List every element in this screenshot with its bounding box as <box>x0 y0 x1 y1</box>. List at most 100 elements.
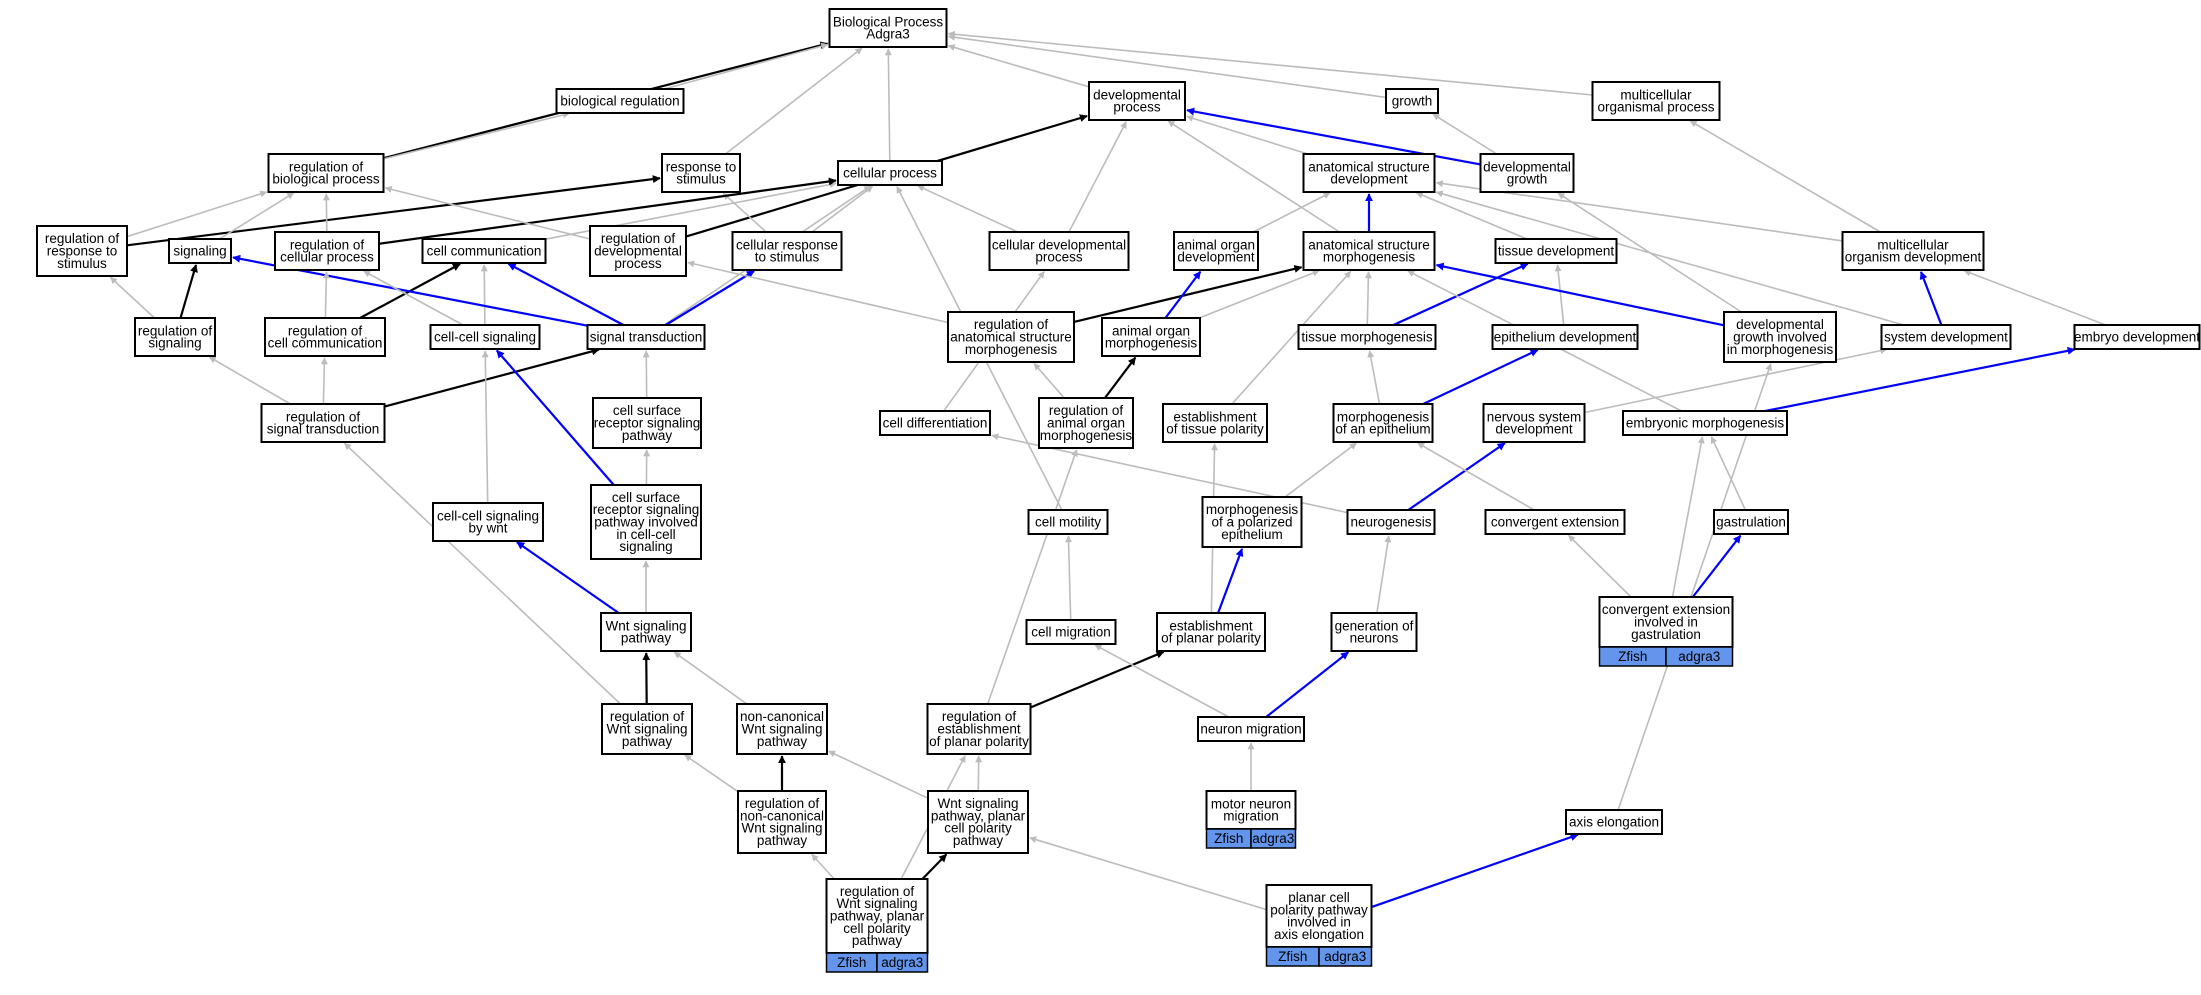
term-label-line: pathway <box>757 734 808 749</box>
term-box <box>1723 311 1837 363</box>
term-node-breg[interactable]: biological regulation <box>555 88 685 114</box>
species-label: Zfish <box>1618 649 1647 664</box>
gene-cell <box>1250 828 1297 849</box>
edge-tm-to-asm <box>1364 271 1372 326</box>
term-node-grow[interactable]: growth <box>1385 88 1439 114</box>
term-box <box>1346 509 1436 535</box>
term-node-sd[interactable]: system development <box>1880 324 2012 350</box>
term-label-line: cellular response <box>736 237 838 252</box>
term-node-ng[interactable]: neurogenesis <box>1346 509 1436 535</box>
term-node-ed[interactable]: epithelium development <box>1491 324 1639 350</box>
term-node-nm[interactable]: neuron migration <box>1197 716 1305 742</box>
term-label-line: cellular developmental <box>992 237 1126 252</box>
term-box <box>1027 509 1109 535</box>
term-box <box>1025 619 1117 645</box>
term-node-ccs[interactable]: cell-cell signaling <box>429 324 541 350</box>
term-box <box>1565 809 1663 835</box>
edge-ccs-to-rcp <box>363 270 464 326</box>
term-label-line: axis elongation <box>1274 927 1364 942</box>
edge-mpe-to-moe <box>1284 442 1357 498</box>
term-node-sig[interactable]: signaling <box>168 238 232 264</box>
term-label-line: animal organ <box>1047 416 1125 431</box>
term-node-cp[interactable]: cellular process <box>837 160 943 186</box>
term-node-cmig[interactable]: cell migration <box>1025 619 1117 645</box>
term-node-ce[interactable]: convergent extension <box>1484 509 1626 535</box>
term-label-line: establishment <box>937 722 1021 737</box>
edge-wpcp-to-ncw <box>828 750 929 800</box>
edge-grow-to-bp <box>947 33 1387 99</box>
term-box <box>926 703 1032 755</box>
term-node-st[interactable]: signal transduction <box>586 324 706 350</box>
term-label-line: Wnt signaling <box>606 722 687 737</box>
term-node-cc[interactable]: cell communication <box>421 238 547 264</box>
edge-ncw-to-wnt <box>673 651 748 705</box>
term-label-line: polarity pathway <box>1270 902 1368 917</box>
gene-label: adgra3 <box>881 955 923 970</box>
term-node-tm[interactable]: tissue morphogenesis <box>1297 324 1437 350</box>
term-node-td[interactable]: tissue development <box>1494 238 1618 264</box>
term-label-line: cellular process <box>843 166 937 181</box>
term-label-line: Biological Process <box>833 14 944 29</box>
term-node-emm[interactable]: embryonic morphogenesis <box>1622 410 1788 436</box>
edge-etp-to-asm <box>1231 270 1352 405</box>
term-node-ae[interactable]: axis elongation <box>1565 809 1663 835</box>
edge-gas-to-emm <box>1710 436 1747 511</box>
term-node-emd[interactable]: embryo development <box>2073 324 2201 350</box>
term-node-cmot[interactable]: cell motility <box>1027 509 1109 535</box>
term-label-line: Wnt signaling <box>937 796 1018 811</box>
term-box <box>927 790 1029 854</box>
term-box <box>2073 324 2201 350</box>
edge-layer <box>109 30 2106 911</box>
term-box <box>1038 397 1134 449</box>
term-node-cdf[interactable]: cell differentiation <box>879 410 991 436</box>
term-node-gas[interactable]: gastrulation <box>1713 509 1789 535</box>
term-box <box>264 317 386 357</box>
term-label-line: in morphogenesis <box>1727 342 1834 357</box>
term-label-line: biological regulation <box>560 94 679 109</box>
